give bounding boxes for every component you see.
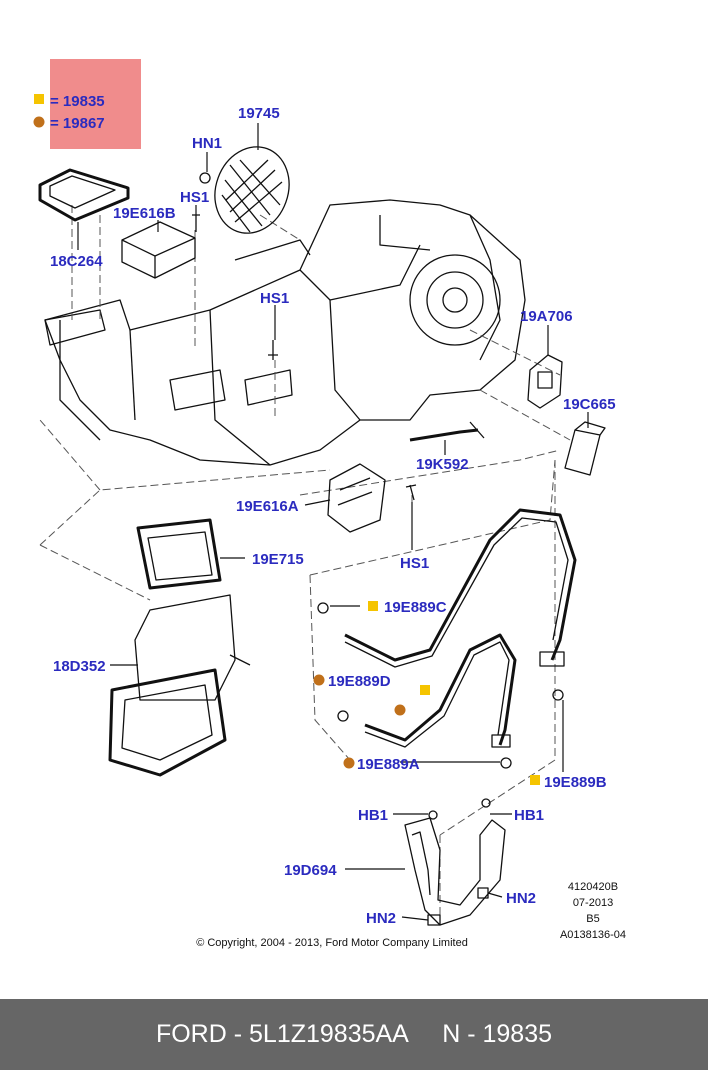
label-19e889a-circle-icon [343,757,355,769]
label-hs1-top: HS1 [180,189,209,206]
resistor-19a706-drawing [527,354,563,409]
legend-circle-icon [33,116,45,128]
label-hb1-left: HB1 [358,807,388,824]
hose-19k592-drawing [409,421,485,442]
footer-part-number: FORD - 5L1Z19835AA N - 19835 [155,1020,553,1048]
label-19e889d-circle-icon [313,674,325,686]
gasket-19e715-drawing [136,518,222,590]
label-19e889b: 19E889B [544,774,607,791]
bracket-19d694-drawing [404,798,506,926]
label-19k592: 19K592 [416,456,469,473]
label-18d352: 18D352 [53,658,106,675]
gasket-18c264-drawing [38,168,130,222]
legend-highlight-box [50,59,141,149]
label-19e889a: 19E889A [357,756,420,773]
reference-line-3: B5 [586,913,599,925]
label-19e889c: 19E889C [384,599,447,616]
label-19e889c-square-icon [368,601,378,611]
label-19e889d: 19E889D [328,673,391,690]
label-hn1: HN1 [192,135,222,152]
duct-18d352-drawing [108,594,251,777]
reference-line-2: 07-2013 [573,897,613,909]
legend-square-icon [34,94,44,104]
label-hn2-right: HN2 [506,890,536,907]
hvac-housing-drawing [44,199,526,466]
dashed-guide-lines [39,205,571,925]
reference-line-4: A0138136-04 [560,929,626,941]
ac-lines-drawing [317,508,577,769]
label-hs1-mid: HS1 [260,290,289,307]
label-19745: 19745 [238,105,280,122]
filter-19745-drawing [214,146,290,234]
legend: = 19835 = 19867 [33,59,141,149]
label-19c665: 19C665 [563,396,616,413]
sensor-19c665-drawing [564,421,606,476]
label-19e616b: 19E616B [113,205,176,222]
marker-19867-circle-icon [394,704,406,716]
label-19e616a: 19E616A [236,498,299,515]
label-hs1-low: HS1 [400,555,429,572]
label-19e889b-square-icon [530,775,540,785]
footer-bar: FORD - 5L1Z19835AA N - 19835 [0,999,708,1070]
copyright-text: © Copyright, 2004 - 2013, Ford Motor Com… [196,937,468,949]
label-18c264: 18C264 [50,253,103,270]
leader-lines [77,123,589,921]
legend-label-square: = 19835 [50,93,105,110]
label-19a706: 19A706 [520,308,573,325]
label-hb1-right: HB1 [514,807,544,824]
label-hn2-left: HN2 [366,910,396,927]
module-19e616b-drawing [121,221,196,279]
part-labels: 19745 HN1 HS1 19E616B 18C264 HS1 19A706 … [50,105,616,927]
reference-block: 4120420B 07-2013 B5 A0138136-04 [560,881,626,941]
module-19e616a-drawing [327,463,386,533]
label-19e715: 19E715 [252,551,304,568]
exploded-parts-diagram: = 19835 = 19867 [33,59,626,949]
marker-19835-square-icon [420,685,430,695]
reference-line-1: 4120420B [568,881,618,893]
legend-label-circle: = 19867 [50,115,105,132]
label-19d694: 19D694 [284,862,337,879]
fasteners-top [192,172,417,501]
